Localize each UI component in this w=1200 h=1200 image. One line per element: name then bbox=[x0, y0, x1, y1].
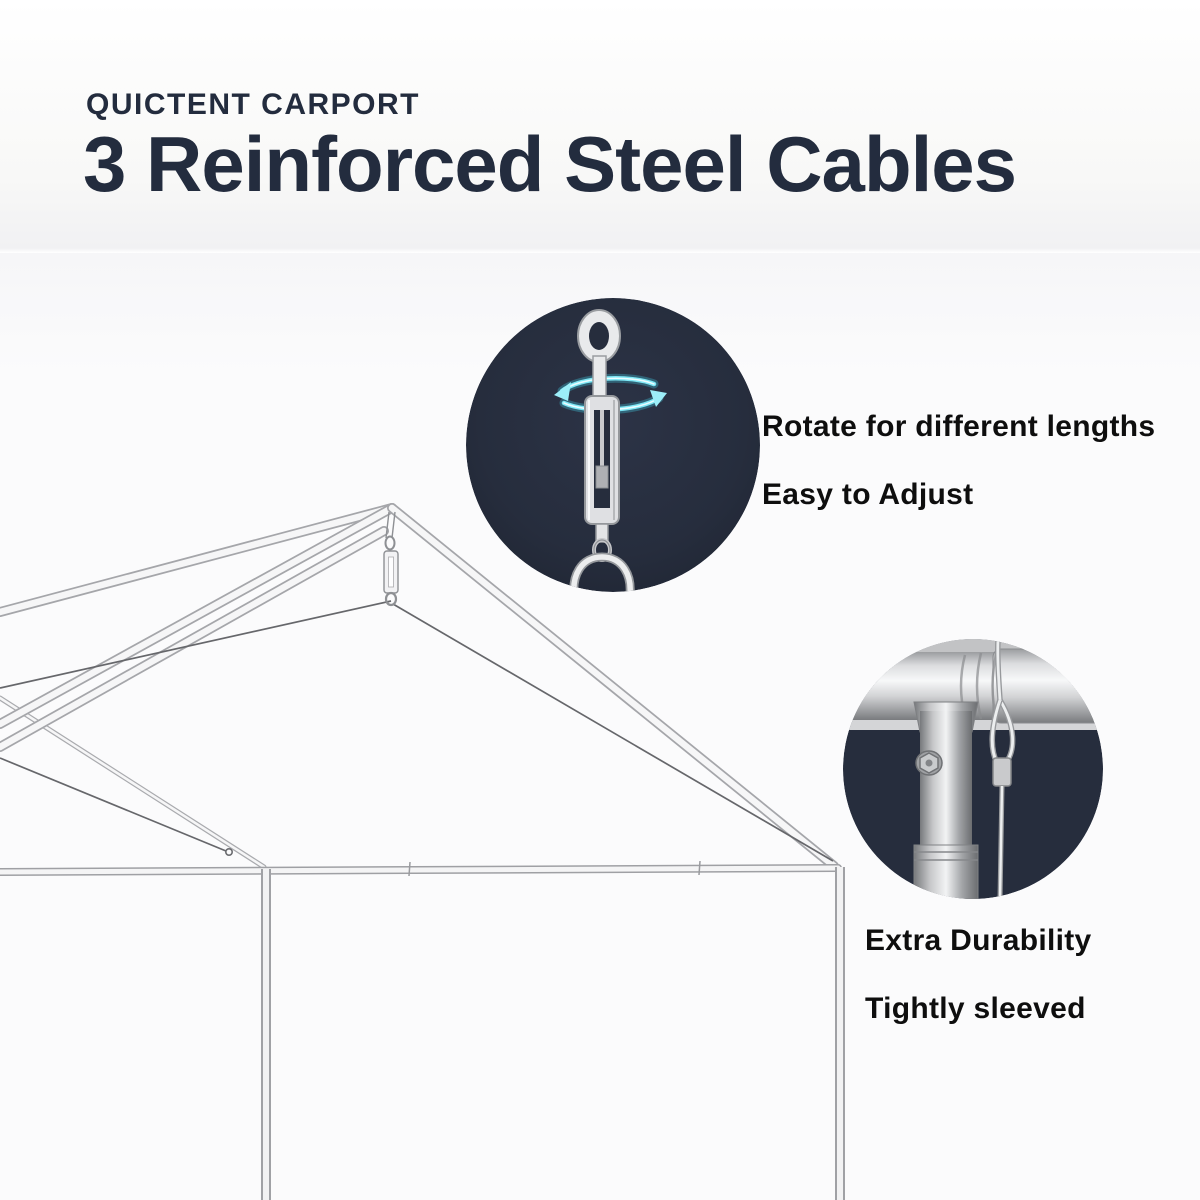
vertical-pole bbox=[913, 701, 979, 899]
page-title: 3 Reinforced Steel Cables bbox=[83, 120, 1017, 208]
pole-joint-inset-circle bbox=[843, 639, 1103, 899]
steel-cable-left bbox=[0, 600, 392, 689]
beam-joint-mark bbox=[698, 860, 701, 876]
ridge-turnbuckle bbox=[383, 511, 399, 607]
turnbuckle-body bbox=[569, 309, 635, 592]
sleeved-steel-cable bbox=[989, 639, 1016, 899]
steel-cable-right bbox=[392, 603, 834, 862]
cable-crimp-sleeve bbox=[992, 757, 1012, 787]
turnbuckle-illustration bbox=[466, 298, 760, 592]
feature-line: Tightly sleeved bbox=[865, 992, 1086, 1025]
rear-cable-hook bbox=[225, 847, 234, 856]
feature-line: Extra Durability bbox=[865, 924, 1092, 957]
brand-line: QUICTENT CARPORT bbox=[86, 88, 420, 121]
background-top-band bbox=[0, 0, 1200, 253]
front-left-rafter bbox=[0, 508, 392, 724]
eave-beam bbox=[0, 860, 838, 877]
turnbuckle-inset-circle bbox=[466, 298, 760, 592]
feature-line: Easy to Adjust bbox=[762, 478, 974, 511]
pole-cable-photo bbox=[843, 639, 1103, 899]
feature-durability: Extra Durability Tightly sleeved bbox=[865, 926, 1092, 1024]
feature-rotate: Rotate for different lengths Easy to Adj… bbox=[762, 412, 1155, 510]
steel-cable-rear bbox=[0, 757, 227, 852]
beam-joint-mark bbox=[408, 861, 411, 877]
feature-line: Rotate for different lengths bbox=[762, 410, 1156, 443]
